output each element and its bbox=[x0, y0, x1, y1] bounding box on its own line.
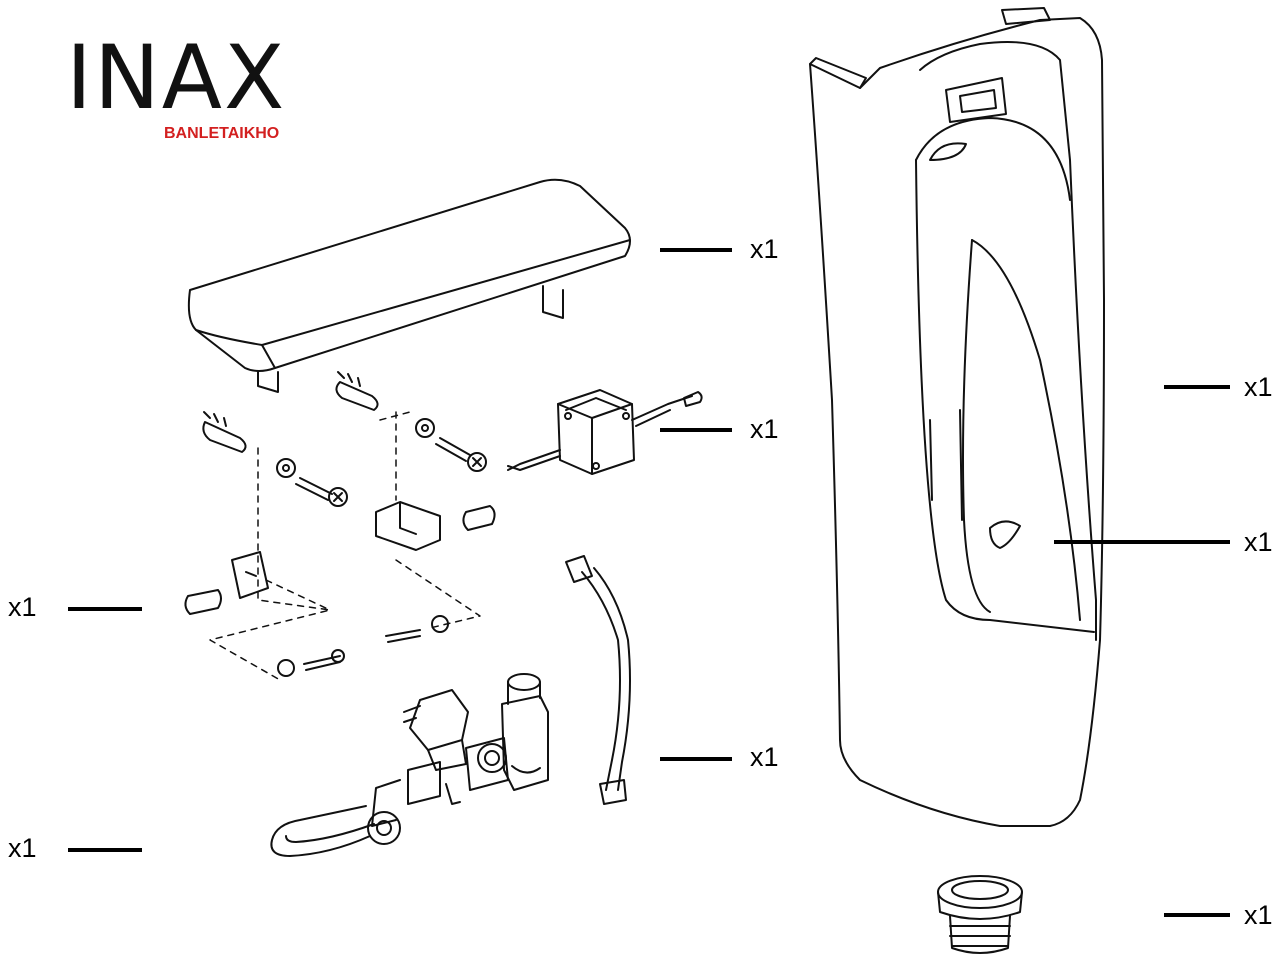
guide-lines-drawing bbox=[209, 411, 481, 681]
qty-cover: x1 bbox=[750, 234, 779, 264]
qty-valve-assembly: x1 bbox=[8, 833, 37, 863]
leader-line bbox=[68, 848, 142, 852]
leader-line bbox=[660, 757, 732, 761]
qty-drain-trap: x1 bbox=[1244, 900, 1273, 930]
leader-line bbox=[1164, 385, 1230, 389]
leader-line bbox=[68, 607, 142, 611]
urinal-body-drawing bbox=[809, 7, 1105, 827]
leader-line bbox=[660, 428, 732, 432]
valve-assembly-drawing bbox=[270, 673, 549, 857]
drain-trap-drawing bbox=[937, 875, 1023, 954]
qty-mounting-hardware: x1 bbox=[8, 592, 37, 622]
brand-subtitle: BANLETAIKHO bbox=[164, 125, 280, 142]
qty-urinal-body: x1 bbox=[1244, 372, 1273, 402]
flex-hose-drawing bbox=[565, 555, 631, 805]
brackets-drawing bbox=[184, 501, 496, 677]
cover-panel-drawing bbox=[187, 178, 631, 393]
qty-flex-hose: x1 bbox=[750, 742, 779, 772]
leader-line bbox=[660, 248, 732, 252]
leader-line bbox=[1054, 540, 1230, 544]
qty-drain-cap: x1 bbox=[1244, 527, 1273, 557]
sensor-unit-drawing bbox=[507, 389, 703, 475]
anchors-left-drawing bbox=[202, 371, 487, 507]
qty-sensor-unit: x1 bbox=[750, 414, 779, 444]
brand-logo: INAX bbox=[66, 26, 287, 129]
leader-line bbox=[1164, 913, 1230, 917]
